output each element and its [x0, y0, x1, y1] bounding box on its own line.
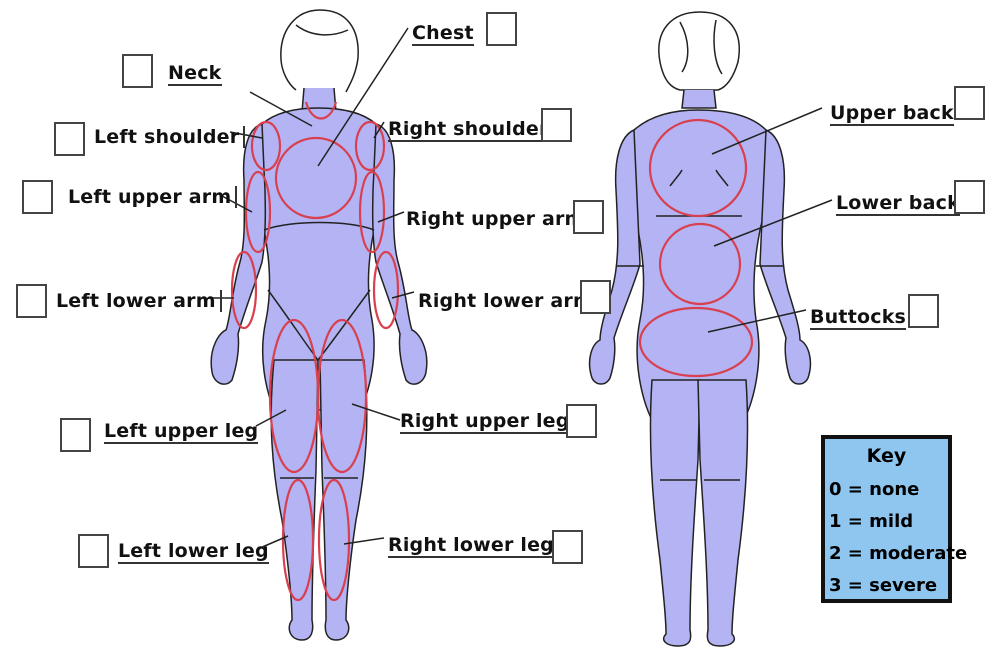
checkbox-lower-back[interactable]: [954, 180, 985, 214]
label-right-lower-arm: Right lower arm: [418, 290, 599, 312]
key-title: Key: [825, 445, 948, 467]
checkbox-buttocks[interactable]: [908, 294, 939, 328]
checkbox-left-lower-arm[interactable]: [16, 284, 47, 318]
checkbox-upper-back[interactable]: [954, 86, 985, 120]
label-left-shoulder: Left shoulder: [94, 126, 245, 148]
checkbox-neck[interactable]: [122, 54, 153, 88]
checkbox-right-lower-arm[interactable]: [580, 280, 611, 314]
checkbox-chest[interactable]: [486, 12, 517, 46]
label-buttocks: Buttocks: [810, 306, 906, 330]
back-body-figure: [590, 12, 811, 646]
label-right-shoulder: Right shoulder: [388, 118, 549, 142]
checkbox-left-upper-leg[interactable]: [60, 418, 91, 452]
key-item: 1 = mild: [829, 511, 913, 532]
label-upper-back: Upper back: [830, 102, 954, 126]
checkbox-right-upper-arm[interactable]: [573, 200, 604, 234]
label-lower-back: Lower back: [836, 192, 960, 216]
label-right-upper-leg: Right upper leg: [400, 410, 570, 434]
label-chest: Chest: [412, 22, 474, 46]
label-left-upper-leg: Left upper leg: [104, 420, 258, 444]
checkbox-left-shoulder[interactable]: [54, 122, 85, 156]
key-item: 3 = severe: [829, 575, 937, 596]
label-neck: Neck: [168, 62, 222, 86]
checkbox-left-lower-leg[interactable]: [78, 534, 109, 568]
checkbox-right-upper-leg[interactable]: [566, 404, 597, 438]
checkbox-right-lower-leg[interactable]: [552, 530, 583, 564]
key-item: 2 = moderate: [829, 543, 967, 564]
key-panel: Key 0 = none 1 = mild 2 = moderate 3 = s…: [821, 435, 952, 603]
checkbox-right-shoulder[interactable]: [541, 108, 572, 142]
key-item: 0 = none: [829, 479, 919, 500]
checkbox-left-upper-arm[interactable]: [22, 180, 53, 214]
label-right-upper-arm: Right upper arm: [406, 208, 591, 230]
label-left-lower-leg: Left lower leg: [118, 540, 269, 564]
label-right-lower-leg: Right lower leg: [388, 534, 554, 558]
label-left-lower-arm: Left lower arm: [56, 290, 222, 312]
label-left-upper-arm: Left upper arm: [68, 186, 237, 208]
